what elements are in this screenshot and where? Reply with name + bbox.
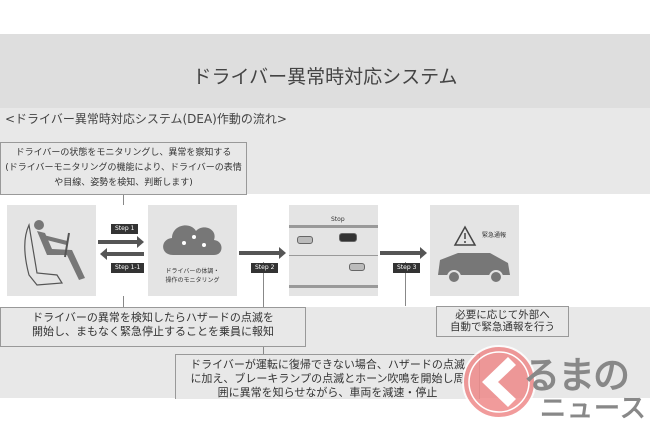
subtitle: <ドライバー異常時対応システム(DEA)作動の流れ> (5, 112, 287, 126)
connector-line (405, 262, 406, 306)
connector-line (123, 195, 124, 205)
text-line: や目線、姿勢を検知、判断します) (54, 178, 193, 188)
arrow-right-icon (380, 247, 427, 259)
road-stop-panel: Stop (289, 205, 378, 296)
stop-label: Stop (331, 216, 345, 223)
text-line: (ドライバーモニタリングの機能により、ドライバーの表情 (5, 163, 242, 173)
step-3-label: Step 3 (393, 263, 421, 273)
text-line: ドライバーが運転に復帰できない場合、ハザードの点滅 (190, 358, 465, 371)
driver-seated-icon (24, 220, 85, 286)
arrow-right-icon (98, 236, 144, 248)
warning-car-icon (438, 225, 510, 284)
text-line: ドライバーの状態をモニタリングし、異常を察知する (15, 148, 232, 158)
text-line: に加え、ブレーキランプの点滅とホーン吹鳴を開始し周 (190, 372, 465, 385)
lane-line (289, 285, 378, 288)
text-line: 囲に異常を知らせながら、車両を減速・停止 (217, 386, 438, 399)
logo-mark-icon (462, 345, 536, 419)
monitoring-panel: ドライバーの体調・操作のモニタリング (148, 205, 237, 296)
cloud-circuit-icon (163, 225, 222, 255)
step-1-label: Step 1 (111, 224, 139, 234)
step-1-1-label: Step 1-1 (111, 263, 145, 273)
watermark-text: るまの (523, 354, 630, 397)
car-icon (349, 263, 365, 271)
text-line: 必要に応じて外部へ (455, 309, 550, 321)
monitor-description-box: ドライバーの状態をモニタリングし、異常を察知する (ドライバーモニタリングの機能… (0, 142, 247, 195)
arrow-right-icon (239, 247, 286, 259)
watermark-text: ニュース (540, 394, 647, 424)
step1-1-description-box: ドライバーの異常を検知したらハザードの点滅を 開始し、まもなく緊急停止することを… (0, 307, 306, 347)
lane-line (289, 225, 378, 228)
text-line: ドライバーの異常を検知したらハザードの点滅を (32, 311, 274, 324)
text-line: 自動で緊急通報を行う (450, 321, 555, 333)
step2-description-box: ドライバーが運転に復帰できない場合、ハザードの点滅 に加え、ブレーキランプの点滅… (175, 354, 480, 399)
stopped-car-icon (339, 233, 357, 242)
connector-line (123, 296, 124, 307)
lane-line (289, 255, 378, 256)
emergency-label: 緊急通報 (482, 232, 507, 239)
arrow-left-icon (100, 248, 144, 260)
step-2-label: Step 2 (251, 263, 279, 273)
step3-description-box: 必要に応じて外部へ 自動で緊急通報を行う (436, 306, 569, 337)
monitoring-label: ドライバーの体調・操作のモニタリング (165, 268, 220, 284)
emergency-call-panel: 緊急通報 (430, 205, 519, 296)
page-title: ドライバー異常時対応システム (192, 66, 458, 88)
car-icon (297, 236, 313, 244)
title-band (0, 34, 650, 108)
text-line: 開始し、まもなく緊急停止することを乗員に報知 (32, 325, 274, 338)
driver-panel (7, 205, 96, 296)
